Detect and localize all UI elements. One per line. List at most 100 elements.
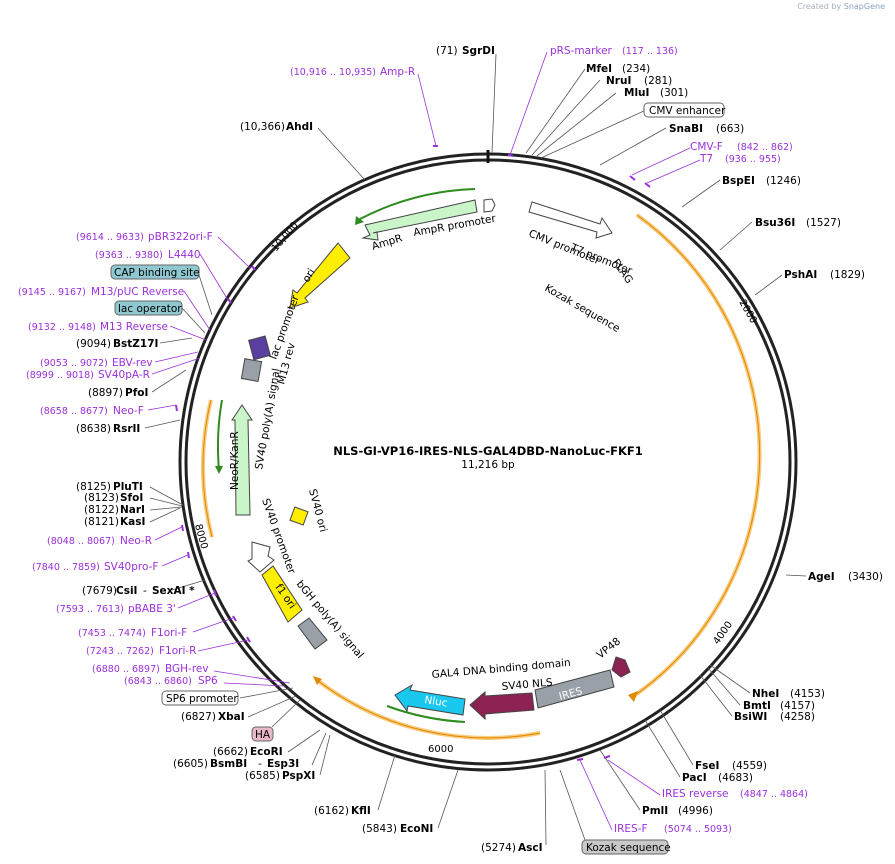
- leader-pshai: [754, 274, 783, 296]
- box-kozak-text: Kozak sequence: [586, 842, 671, 854]
- box-cap: [110, 264, 200, 280]
- site-kfli-pos: (6162): [314, 805, 349, 817]
- leader-l4440: [199, 253, 229, 301]
- leader-pmli: [599, 749, 641, 811]
- leader-cmv-f: [631, 147, 691, 176]
- mark-neo-f: [175, 404, 178, 412]
- site-nari-pos: (8122): [84, 504, 119, 516]
- leader-neo-r: [154, 526, 183, 541]
- feature-ires: [534, 669, 615, 709]
- plasmid-length: 11,216 bp: [461, 459, 515, 471]
- site-agei-pos: (3430): [848, 571, 883, 583]
- primer-sp6-range: (6843 .. 6860): [124, 676, 192, 687]
- leader-ebv-rev: [154, 351, 199, 363]
- site-mlui-pos: (301): [660, 87, 688, 99]
- site-nhei: NheI: [752, 688, 779, 700]
- leader-bspei: [681, 179, 721, 208]
- site-xbai-pos: (6827): [181, 711, 216, 723]
- watermark-text: Created by: [797, 2, 842, 11]
- site-paci-pos: (4683): [718, 772, 753, 784]
- primer-sv40pa-range: (8999 .. 9018): [26, 370, 94, 381]
- primer-bgh-range: (6880 .. 6897): [92, 664, 160, 675]
- leader-sp6: [223, 682, 286, 687]
- leader-amp-r: [417, 73, 437, 147]
- leader-csii: [171, 579, 206, 591]
- leader-paci: [644, 719, 681, 778]
- leader-ires-f: [579, 759, 613, 831]
- plasmid-name: NLS-GI-VP16-IRES-NLS-GAL4DBD-NanoLuc-FKF…: [333, 444, 643, 458]
- green-arc-amp: [357, 188, 476, 221]
- primer-ebv-name: EBV-rev: [112, 357, 153, 369]
- mark-t7: [644, 182, 651, 188]
- site-rsrii-pos: (8638): [76, 423, 111, 435]
- primer-iresrev-name: IRES reverse: [662, 788, 729, 800]
- mark-ires-f: [576, 758, 584, 761]
- site-snabi-pos: (663): [716, 123, 744, 135]
- primer-cmvf-range: (842 .. 862): [737, 142, 793, 153]
- primer-ampr-range: (10,916 .. 10,935): [290, 67, 376, 78]
- primer-m13puc-name: M13/pUC Reverse: [91, 286, 184, 298]
- site-pmli: PmlI: [642, 805, 668, 817]
- leader-ha: [271, 699, 301, 728]
- mark-neo-r: [181, 524, 184, 532]
- site-sfoi: SfoI: [120, 492, 143, 504]
- site-sexai: SexAI *: [152, 585, 195, 597]
- leader-f1ori-r: [197, 639, 249, 652]
- primer-sv40pro-name: SV40pro-F: [104, 561, 158, 573]
- leader-m13-rev: [169, 325, 207, 341]
- mark-f1r: [246, 636, 251, 643]
- label-bgh: bGH poly(A) signal: [294, 578, 366, 661]
- site-pluti-pos: (8125): [76, 481, 111, 493]
- primer-bgh-name: BGH-rev: [165, 663, 209, 675]
- site-asci: AscI: [518, 842, 543, 854]
- site-sgrdi-pos: (71): [436, 45, 458, 57]
- site-fsei-pos: (4559): [732, 760, 767, 772]
- leader-pbabe: [177, 592, 216, 609]
- leader-asci: [544, 769, 547, 846]
- site-pspxi-pos: (6585): [245, 770, 280, 782]
- site-nrui-pos: (281): [644, 75, 672, 87]
- site-agei: AgeI: [808, 571, 835, 583]
- primer-t7-range: (936 .. 955): [725, 154, 781, 165]
- box-ha-text: HA: [255, 729, 271, 741]
- leader-cap: [197, 271, 213, 316]
- feature-sv40-polya: [240, 358, 263, 382]
- primer-f1f-name: F1ori-F: [151, 627, 187, 639]
- label-neokanr: NeoR/KanR: [229, 431, 241, 490]
- leader-nrui: [531, 79, 601, 156]
- primer-marks: [175, 145, 651, 761]
- site-paci: PacI: [682, 772, 707, 784]
- label-nluc: Nluc: [424, 694, 449, 710]
- primer-iresrev-range: (4847 .. 4864): [740, 789, 808, 800]
- feature-bgh: [297, 617, 328, 650]
- primer-pbr-range: (9614 .. 9633): [76, 232, 144, 243]
- site-ecori: EcoRI: [250, 746, 283, 758]
- site-bstz17i-pos: (9094): [76, 338, 111, 350]
- site-bmti-pos: (4157): [780, 700, 815, 712]
- primer-neor-range: (8048 .. 8067): [47, 536, 115, 547]
- leader-sp6-prom: [239, 687, 294, 699]
- mark-prs-marker: [507, 154, 514, 157]
- site-fsei: FseI: [695, 760, 719, 772]
- site-csii: CsiI: [116, 585, 137, 597]
- primer-f1r-range: (7243 .. 7262): [86, 646, 154, 657]
- primer-neof-name: Neo-F: [113, 405, 144, 417]
- leader-ires-rev: [607, 759, 661, 796]
- green-arc-neo: [216, 399, 223, 471]
- site-sexai-dash: -: [143, 585, 147, 597]
- feature-nluc: [394, 683, 466, 716]
- primer-labels: pRS-marker (117 .. 136) CMV-F (842 .. 86…: [18, 45, 808, 835]
- site-pshai: PshAI: [784, 269, 817, 281]
- site-econi-pos: (5843): [362, 823, 397, 835]
- site-snabi: SnaBI: [669, 123, 703, 135]
- primer-ebv-range: (9053 .. 9072): [40, 358, 108, 369]
- primer-neof-range: (8658 .. 8677): [40, 406, 108, 417]
- leader-neo-f: [147, 404, 177, 411]
- primer-m13r-range: (9132 .. 9148): [28, 322, 96, 333]
- label-sv40-ori: SV40 ori: [306, 488, 329, 534]
- site-mlui: MluI: [624, 87, 649, 99]
- box-cap-text: CAP binding site: [114, 267, 200, 279]
- label-kozak-inner: Kozak sequence: [543, 282, 622, 335]
- site-pmli-pos: (4996): [678, 805, 713, 817]
